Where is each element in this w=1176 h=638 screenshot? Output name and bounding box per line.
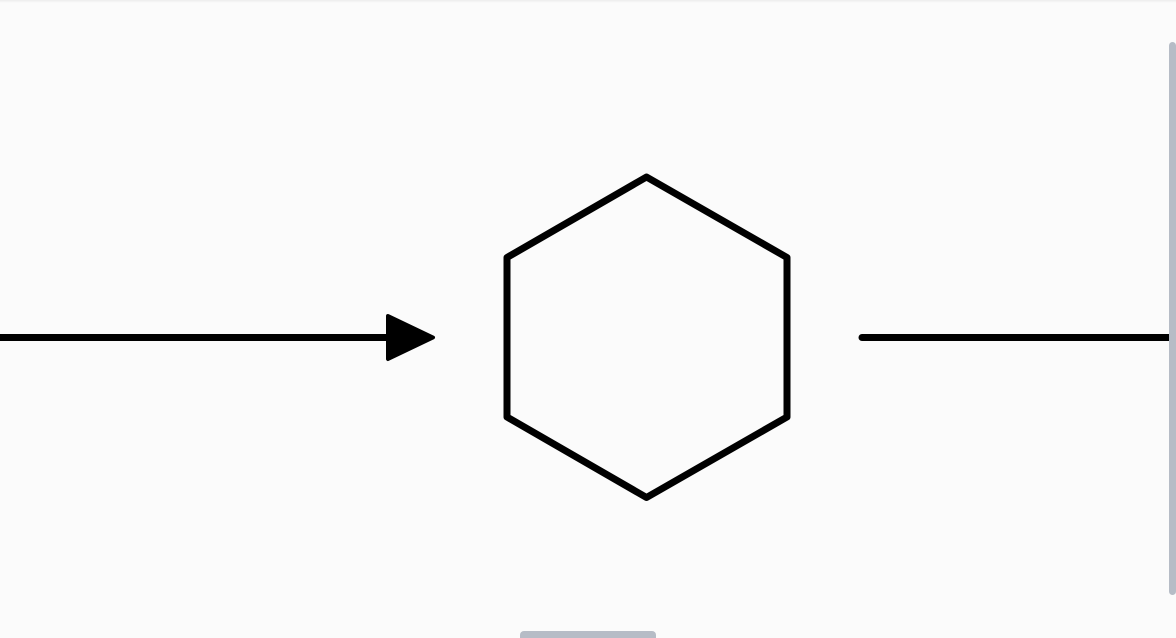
top-edge-shadow	[0, 0, 1176, 3]
arrowhead-icon	[386, 314, 435, 361]
vertical-scrollbar[interactable]	[1169, 42, 1176, 595]
incoming-arrow[interactable]	[0, 314, 435, 361]
hexagon-node[interactable]	[503, 173, 791, 501]
horizontal-scrollbar[interactable]	[520, 631, 656, 638]
